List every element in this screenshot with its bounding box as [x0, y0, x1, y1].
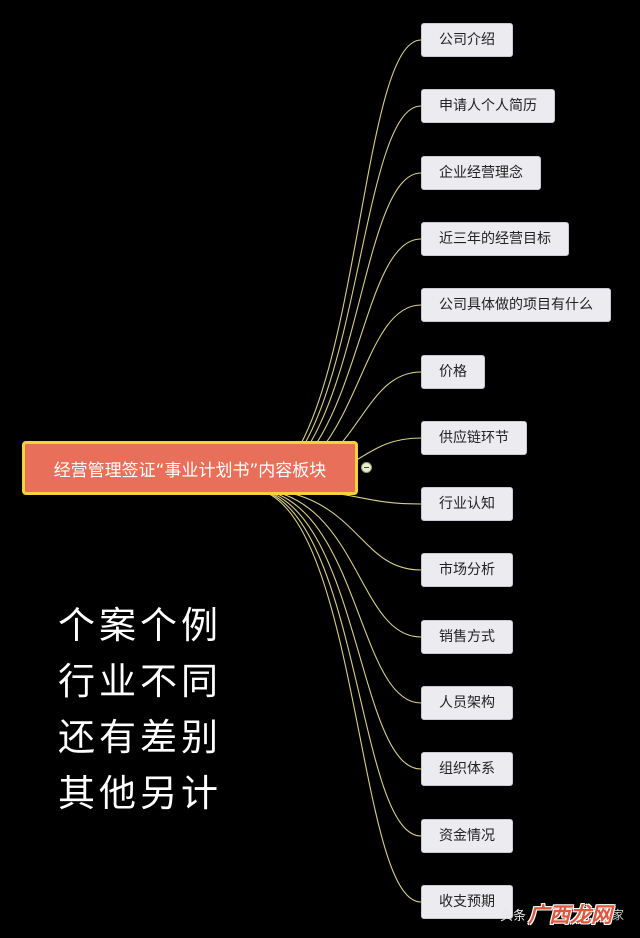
- connector-line: [246, 487, 422, 837]
- watermark-author: 头条: [500, 908, 527, 924]
- overlay-line: 行业不同: [58, 660, 222, 703]
- subtopic-node[interactable]: 资金情况: [421, 819, 513, 853]
- subtopic-node[interactable]: 销售方式: [421, 620, 513, 654]
- collapse-toggle-icon[interactable]: [361, 462, 372, 473]
- subtopic-node[interactable]: 近三年的经营目标: [421, 222, 569, 256]
- subtopic-node[interactable]: 行业认知: [421, 487, 513, 521]
- watermark-suffix: 家: [612, 907, 625, 922]
- subtopic-node[interactable]: 人员架构: [421, 686, 513, 720]
- overlay-line: 其他另计: [58, 772, 222, 815]
- overlay-line: 还有差别: [58, 716, 222, 759]
- subtopic-node[interactable]: 供应链环节: [421, 421, 527, 455]
- watermark-logo: 广西龙网: [528, 903, 613, 927]
- watermark: 头条 广西龙网 家: [500, 897, 624, 931]
- subtopic-node[interactable]: 企业经营理念: [421, 156, 541, 190]
- overlay-line: 个案个例: [58, 604, 222, 647]
- central-topic[interactable]: 经营管理签证“事业计划书”内容板块: [22, 441, 358, 495]
- overlay-caption: 个案个例 行业不同 还有差别 其他另计: [58, 598, 222, 822]
- subtopic-node[interactable]: 价格: [421, 355, 485, 389]
- connector-line: [246, 487, 422, 903]
- connector-line: [246, 487, 422, 704]
- connector-line: [246, 487, 422, 638]
- subtopic-node[interactable]: 收支预期: [421, 885, 513, 919]
- subtopic-node[interactable]: 公司具体做的项目有什么: [421, 288, 611, 322]
- subtopic-node[interactable]: 组织体系: [421, 752, 513, 786]
- connector-line: [246, 487, 422, 770]
- subtopic-node[interactable]: 公司介绍: [421, 23, 513, 57]
- connector-line: [246, 487, 422, 571]
- subtopic-node[interactable]: 申请人个人简历: [421, 89, 555, 123]
- subtopic-node[interactable]: 市场分析: [421, 553, 513, 587]
- connector-line: [246, 39, 422, 489]
